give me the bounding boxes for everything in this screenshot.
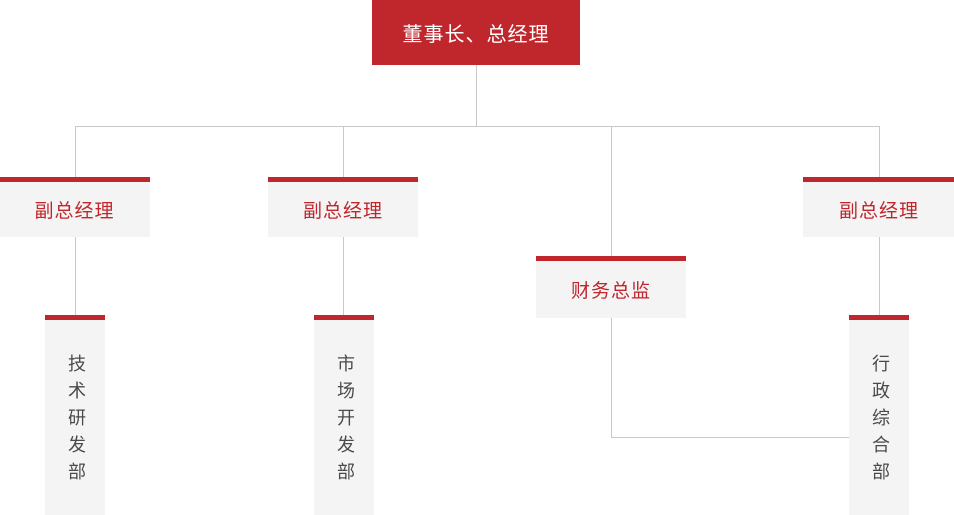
node-chairman-general-manager[interactable]: 董事长、总经理 xyxy=(372,0,580,65)
node-rd-department[interactable]: 技术研发部 xyxy=(45,315,105,515)
connector-manager1-to-rd-department xyxy=(75,237,76,315)
node-deputy-general-manager-1[interactable]: 副总经理 xyxy=(0,177,150,237)
connector-bus-to-finance-director xyxy=(611,126,612,256)
node-label: 技术研发部 xyxy=(65,354,86,489)
node-label: 财务总监 xyxy=(570,280,651,302)
connector-main-bus xyxy=(75,126,880,127)
connector-bus-to-manager-4 xyxy=(879,126,880,177)
node-administration-department[interactable]: 行政综合部 xyxy=(849,315,909,515)
node-market-development-department[interactable]: 市场开发部 xyxy=(314,315,374,515)
connector-root-stem xyxy=(476,65,477,126)
connector-bus-to-manager-2 xyxy=(343,126,344,177)
connector-bus-to-manager-1 xyxy=(75,126,76,177)
node-label: 副总经理 xyxy=(302,200,383,222)
connector-finance-director-drop xyxy=(611,318,612,437)
node-label: 市场开发部 xyxy=(334,354,355,489)
connector-finance-director-to-admin-department xyxy=(611,437,849,438)
node-label: 行政综合部 xyxy=(869,354,890,489)
node-deputy-general-manager-2[interactable]: 副总经理 xyxy=(268,177,418,237)
node-label: 董事长、总经理 xyxy=(402,22,550,46)
node-deputy-general-manager-3[interactable]: 副总经理 xyxy=(803,177,954,237)
node-finance-director[interactable]: 财务总监 xyxy=(536,256,686,318)
connector-manager2-to-market-department xyxy=(343,237,344,315)
connector-manager3-to-admin-department xyxy=(879,237,880,315)
node-label: 副总经理 xyxy=(838,200,919,222)
node-label: 副总经理 xyxy=(34,200,115,222)
